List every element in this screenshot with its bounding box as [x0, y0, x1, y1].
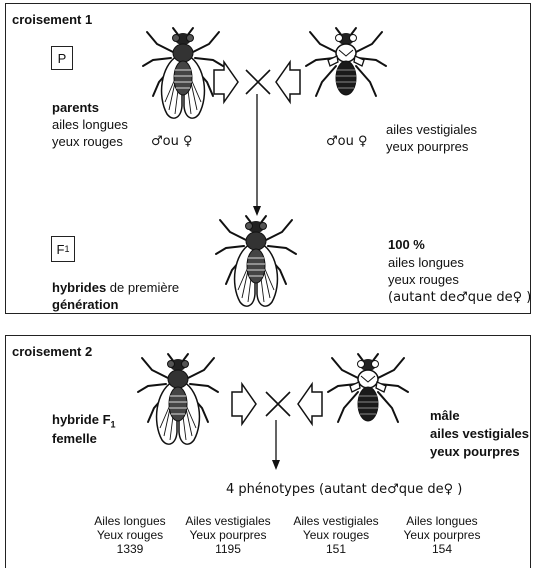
cross-icon-2 [264, 390, 292, 418]
hybrids-line1: hybrides de première [52, 280, 179, 295]
f1-line2: yeux rouges [388, 272, 459, 287]
female-line2: femelle [52, 431, 97, 446]
phenotype-col: Ailes longues Yeux pourpres 154 [392, 514, 492, 556]
phenotype-line1: Ailes vestigiales [284, 514, 388, 528]
generation-f1-text: F [57, 242, 65, 257]
arrow-right-icon-2 [232, 384, 256, 424]
cross2-title: croisement 2 [12, 344, 92, 359]
cross2-panel: croisement 2 hybride F1 femelle mâle ail… [5, 335, 531, 568]
phenotype-count: 154 [392, 542, 492, 556]
cross1-title: croisement 1 [12, 12, 92, 27]
parents-line2: yeux rouges [52, 134, 123, 149]
arrow-left-icon [276, 62, 300, 102]
female-line1-text: hybride F [52, 412, 111, 427]
phenotype-line2: Yeux rouges [284, 528, 388, 542]
fly-hybrid-female-icon [138, 352, 218, 452]
down-arrow-icon-2 [271, 420, 281, 472]
generation-f1-sub: 1 [64, 244, 69, 254]
hybrids-bold: hybrides [52, 280, 106, 295]
cross1-panel: croisement 1 P parents ailes longues yeu… [5, 3, 531, 314]
generation-p-label: P [51, 46, 73, 70]
hybrids-line2: génération [52, 297, 118, 312]
arrow-left-icon-2 [298, 384, 322, 424]
fly-male-vestigial-icon [328, 352, 408, 452]
fly-long-wings-icon [143, 26, 223, 126]
male-line2: ailes vestigiales [430, 426, 529, 441]
f1-line1: ailes longues [388, 255, 464, 270]
f1-percent: 100 % [388, 237, 425, 252]
fly-vestigial-wings-icon [306, 26, 386, 126]
phenotype-col: Ailes vestigiales Yeux rouges 151 [284, 514, 388, 556]
arrow-right-icon [214, 62, 238, 102]
phenotype-col: Ailes longues Yeux rouges 1339 [82, 514, 178, 556]
sex-right: ♂ou ♀ [326, 134, 368, 149]
parents-title: parents [52, 100, 99, 115]
phenotypes-header: 4 phénotypes (autant de♂que de♀ ) [226, 482, 462, 497]
f1-line3: (autant de♂que de♀ ) [388, 290, 531, 305]
phenotype-line2: Yeux rouges [82, 528, 178, 542]
fly-f1-long-wings-icon [216, 214, 296, 314]
phenotype-line1: Ailes longues [82, 514, 178, 528]
right-line1: ailes vestigiales [386, 122, 477, 137]
phenotype-count: 151 [284, 542, 388, 556]
phenotype-line2: Yeux pourpres [392, 528, 492, 542]
down-arrow-icon [252, 94, 262, 219]
phenotype-count: 1339 [82, 542, 178, 556]
phenotype-line1: Ailes longues [392, 514, 492, 528]
generation-p-text: P [58, 51, 67, 66]
right-line2: yeux pourpres [386, 139, 468, 154]
phenotype-line2: Yeux pourpres [176, 528, 280, 542]
parents-line1: ailes longues [52, 117, 128, 132]
phenotype-count: 1195 [176, 542, 280, 556]
male-line3: yeux pourpres [430, 444, 520, 459]
hybrids-rest: de première [106, 280, 179, 295]
phenotype-line1: Ailes vestigiales [176, 514, 280, 528]
male-line1: mâle [430, 408, 460, 423]
cross-icon [244, 68, 272, 96]
phenotype-col: Ailes vestigiales Yeux pourpres 1195 [176, 514, 280, 556]
sex-left: ♂ou ♀ [151, 134, 193, 149]
female-line1: hybride F1 [52, 412, 116, 433]
female-line1-sub: 1 [111, 420, 116, 430]
